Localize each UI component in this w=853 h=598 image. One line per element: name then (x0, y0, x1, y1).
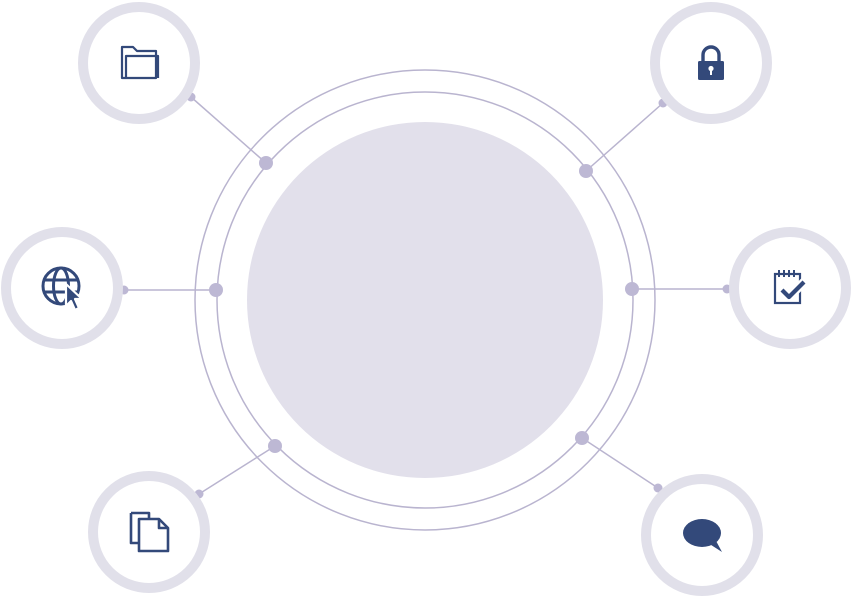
hub-disc (247, 122, 603, 478)
node-copy (88, 471, 210, 593)
node-globe (1, 227, 123, 349)
connector-lock (585, 102, 664, 172)
connector-chat (581, 437, 659, 489)
connector-folder (190, 96, 267, 164)
inner-ring (216, 91, 634, 509)
copy-documents-icon (129, 511, 170, 553)
connectors (124, 96, 727, 495)
outer-ring (194, 69, 656, 531)
globe-cursor-icon (41, 266, 84, 312)
node-checklist-ring (729, 227, 851, 349)
connector-copy (198, 445, 276, 495)
node-folder (78, 2, 200, 124)
node-checklist (729, 227, 851, 349)
dot-folder-inner (259, 156, 273, 170)
dot-globe-inner (209, 283, 223, 297)
dot-copy-inner (268, 439, 282, 453)
notepad-check-icon (773, 270, 809, 305)
node-lock (650, 2, 772, 124)
node-copy-ring (88, 471, 210, 593)
folder-icon (120, 45, 160, 80)
node-globe-ring (1, 227, 123, 349)
node-chat (641, 474, 763, 596)
chat-bubble-icon (683, 519, 722, 552)
dot-checklist-inner (625, 282, 639, 296)
dot-lock-inner (579, 164, 593, 178)
central-hub (194, 69, 656, 531)
dot-chat-outer (653, 483, 663, 493)
dot-chat-inner (575, 431, 589, 445)
node-folder-ring (78, 2, 200, 124)
lock-icon (698, 45, 724, 80)
connector-dots (119, 92, 732, 499)
